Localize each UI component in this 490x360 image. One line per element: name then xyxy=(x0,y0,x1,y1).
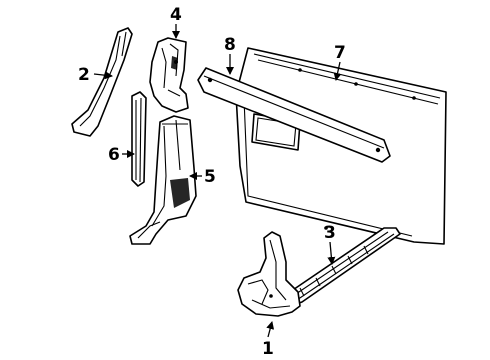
callout-2: 2 xyxy=(78,65,90,85)
callout-5: 5 xyxy=(204,167,216,187)
leader-lines xyxy=(93,24,342,338)
part-2-pillar-trim xyxy=(71,27,133,137)
callout-3: 3 xyxy=(324,223,336,243)
callout-7: 7 xyxy=(334,43,346,63)
part-1-kick-panel xyxy=(237,231,301,317)
part-4-center-pillar-upper xyxy=(149,37,189,113)
callout-6: 6 xyxy=(108,145,120,165)
leader-3 xyxy=(327,241,336,265)
callout-4: 4 xyxy=(170,5,182,25)
part-3-sill-plate xyxy=(283,227,401,307)
part-8-header-bar xyxy=(197,67,391,163)
callout-8: 8 xyxy=(224,35,236,55)
leader-2 xyxy=(93,71,113,80)
callout-1: 1 xyxy=(262,339,274,359)
leader-7 xyxy=(333,61,342,81)
leader-1 xyxy=(266,321,275,338)
part-5-center-pillar-lower xyxy=(129,115,197,245)
part-6-vertical-strip xyxy=(131,91,147,187)
